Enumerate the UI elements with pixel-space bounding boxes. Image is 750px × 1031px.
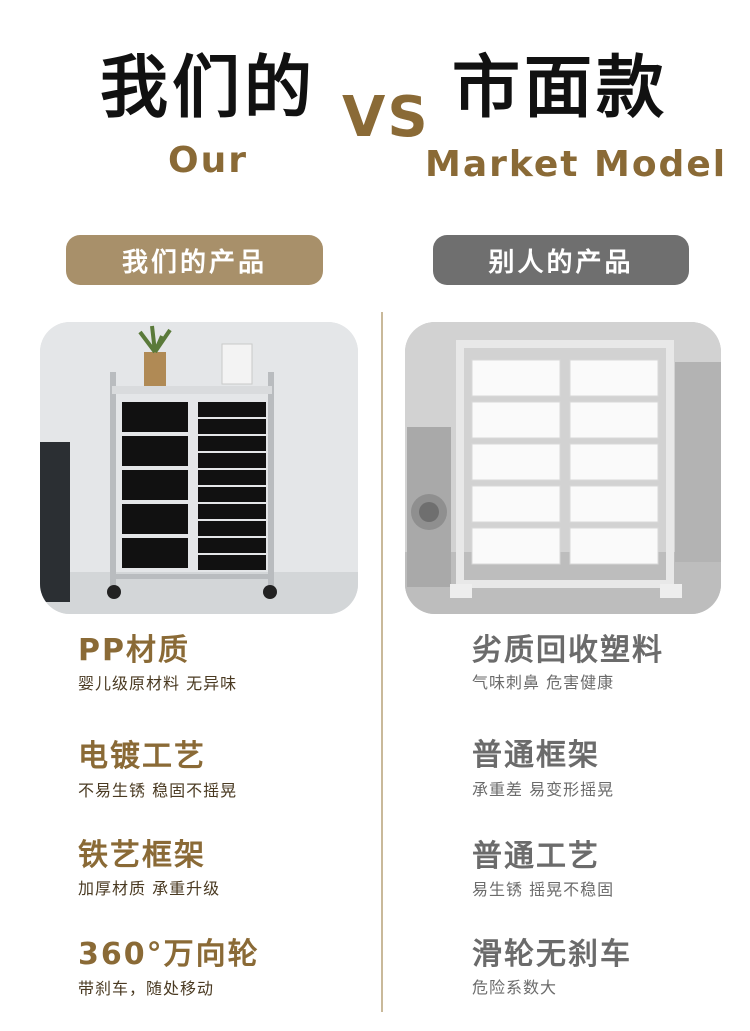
our-product-photo — [40, 322, 358, 614]
other-product-photo — [405, 322, 721, 614]
other-feature-desc-3: 易生锈 摇晃不稳固 — [472, 880, 615, 899]
title-ours: 我们的 — [100, 49, 317, 128]
pill-other-product: 别人的产品 — [433, 235, 689, 285]
our-feature-title-1: PP材质 — [78, 633, 190, 668]
subtitle-ours: Our — [168, 140, 248, 181]
our-feature-title-2: 电镀工艺 — [78, 739, 206, 774]
other-feature-title-3: 普通工艺 — [472, 839, 600, 874]
our-feature-title-4: 360°万向轮 — [78, 937, 260, 972]
other-feature-desc-1: 气味刺鼻 危害健康 — [472, 673, 615, 692]
title-market: 市面款 — [452, 49, 669, 128]
subtitle-market: Market Model — [425, 144, 728, 185]
our-feature-desc-3: 加厚材质 承重升级 — [78, 879, 221, 898]
our-feature-desc-4: 带刹车，随处移动 — [78, 979, 215, 998]
other-feature-title-1: 劣质回收塑料 — [472, 633, 664, 668]
our-feature-title-3: 铁艺框架 — [78, 838, 206, 873]
other-feature-desc-4: 危险系数大 — [472, 978, 558, 997]
other-feature-title-4: 滑轮无刹车 — [472, 937, 632, 972]
center-divider — [381, 312, 383, 1012]
vs-label: VS — [342, 85, 430, 150]
our-feature-desc-1: 婴儿级原材料 无异味 — [78, 674, 238, 693]
our-feature-desc-2: 不易生锈 稳固不摇晃 — [78, 781, 238, 800]
pill-our-product: 我们的产品 — [66, 235, 323, 285]
other-feature-title-2: 普通框架 — [472, 738, 600, 773]
other-feature-desc-2: 承重差 易变形摇晃 — [472, 780, 615, 799]
